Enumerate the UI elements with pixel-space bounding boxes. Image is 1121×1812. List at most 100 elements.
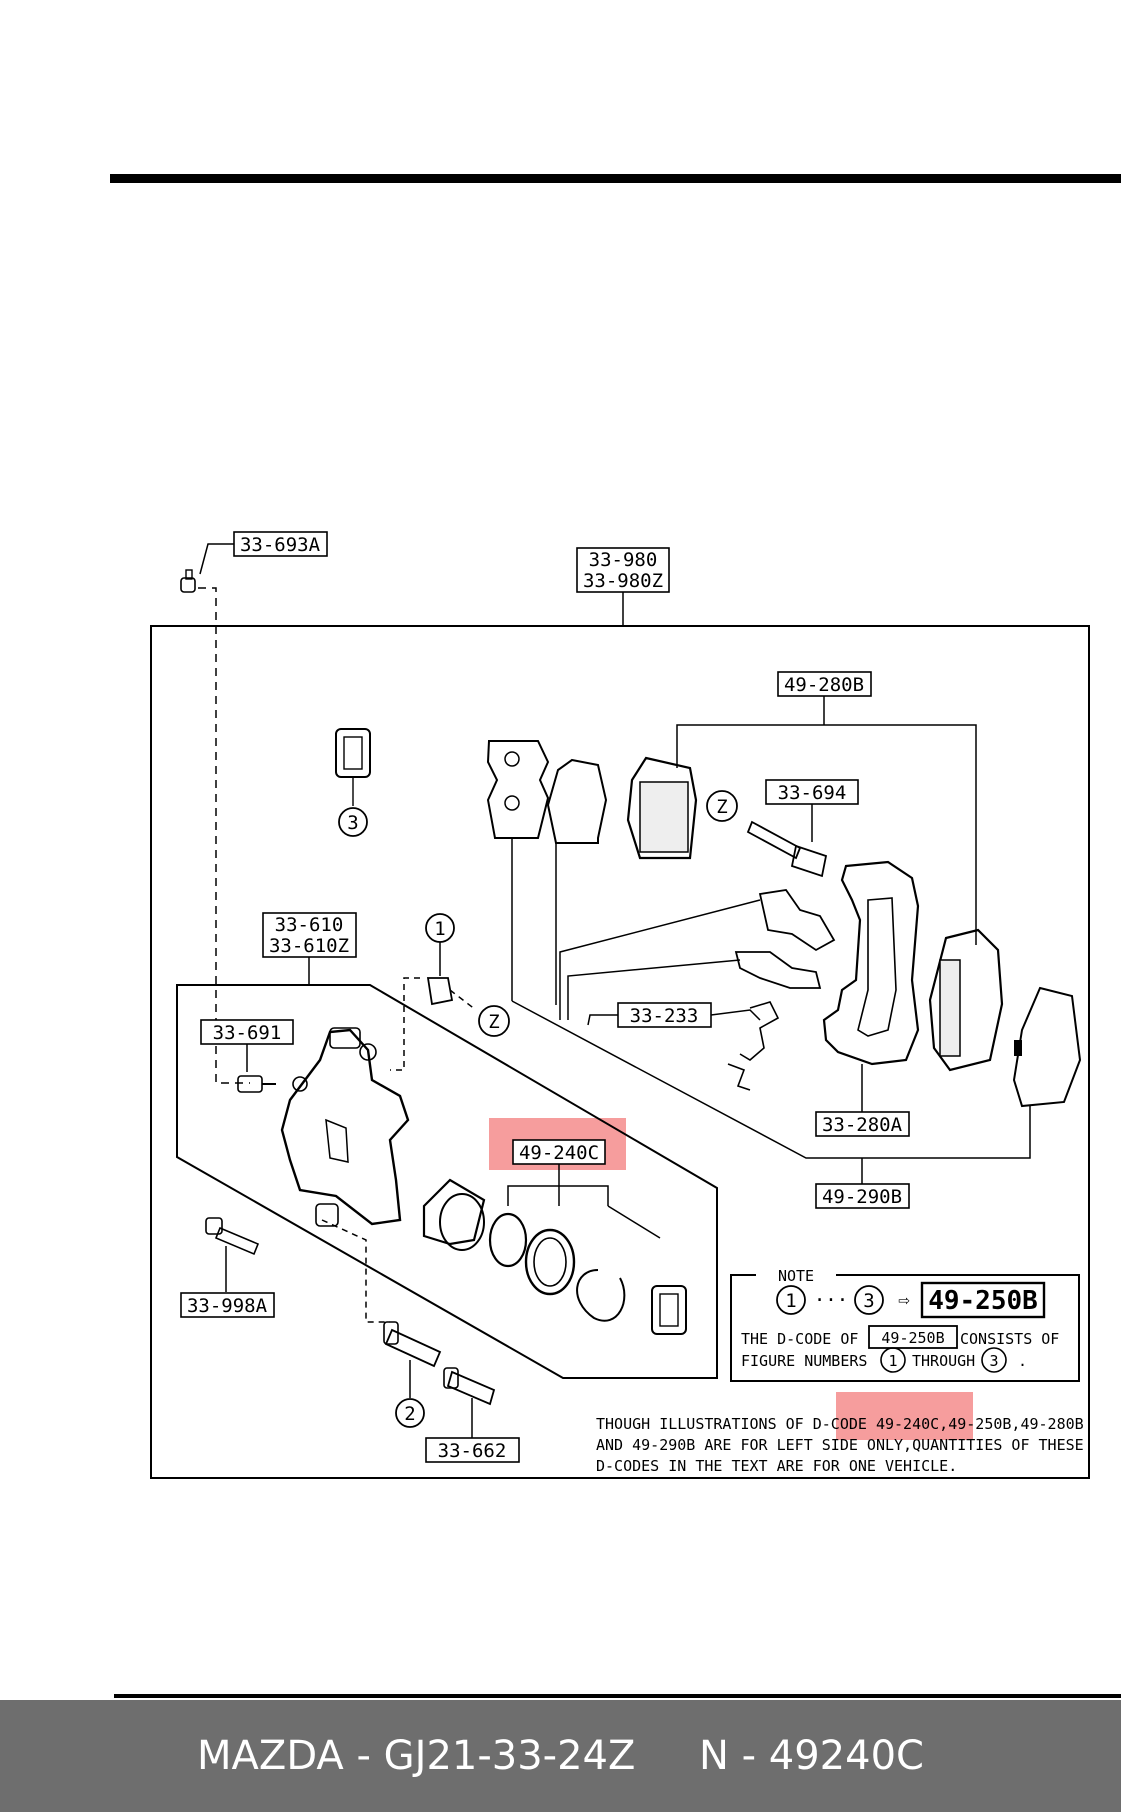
disclaimer-line3: D-CODES IN THE TEXT ARE FOR ONE VEHICLE.	[596, 1457, 957, 1475]
label-33-694[interactable]: 33-694	[765, 779, 859, 805]
svg-text:33-694: 33-694	[778, 782, 847, 804]
figure-letter-z-mid: Z	[478, 1005, 510, 1037]
svg-text:33-233: 33-233	[630, 1005, 699, 1027]
footer-spacer	[635, 1733, 699, 1779]
figure-letter-z-top: Z	[706, 790, 738, 822]
svg-text:33-980: 33-980	[589, 549, 658, 571]
pad-spring-part	[727, 1001, 780, 1091]
note-line2-a: FIGURE NUMBERS	[741, 1352, 867, 1370]
svg-text:3: 3	[989, 1352, 998, 1370]
leader-dust-seal	[607, 1205, 661, 1239]
leader-clips-2	[567, 959, 741, 1020]
disclaimer-text: THOUGH ILLUSTRATIONS OF D-CODE 49-240C,4…	[596, 1415, 1084, 1475]
note-box: NOTE 1 ··· 3 ⇨ 49-250B THE D-CODE OF 49-…	[730, 1266, 1080, 1382]
caliper-body-part	[280, 1027, 410, 1227]
note-line2-b: THROUGH	[912, 1352, 975, 1370]
outer-shim-part	[1012, 986, 1082, 1108]
note-arrow: ⇨	[898, 1289, 909, 1311]
highlight-disclaimer-code	[836, 1392, 973, 1440]
svg-text:3: 3	[863, 1290, 874, 1312]
shim-plate-outer	[486, 740, 550, 839]
leader-49-290B	[862, 1106, 1031, 1159]
svg-text:1: 1	[434, 918, 445, 940]
svg-text:33-691: 33-691	[213, 1022, 282, 1044]
dashed-leader-fig1	[449, 989, 477, 1011]
leader-pad-line	[511, 1000, 862, 1159]
svg-text:33-610Z: 33-610Z	[269, 935, 349, 957]
dashed-leader-fig1-left	[390, 977, 420, 1071]
svg-text:3: 3	[347, 812, 358, 834]
leader-33-233-right	[710, 1009, 761, 1021]
label-33-998A[interactable]: 33-998A	[180, 1292, 275, 1318]
leader-33-233	[587, 1014, 618, 1026]
label-33-280A[interactable]: 33-280A	[815, 1111, 910, 1137]
pad-clip-part-lower	[651, 1285, 687, 1335]
footer-part-number: MAZDA - GJ21-33-24Z	[197, 1733, 636, 1779]
guide-pin-part	[746, 820, 828, 878]
disclaimer-line1: THOUGH ILLUSTRATIONS OF D-CODE 49-240C,4…	[596, 1415, 1084, 1433]
label-33-693A[interactable]: 33-693A	[233, 531, 328, 557]
svg-text:1: 1	[888, 1352, 897, 1370]
note-line2-end: .	[1018, 1352, 1027, 1370]
figure-number-2: 2	[395, 1398, 425, 1428]
note-line1-a: THE D-CODE OF	[741, 1330, 858, 1348]
label-49-290B[interactable]: 49-290B	[815, 1183, 910, 1209]
caliper-bracket-part	[822, 860, 920, 1066]
dust-boot-part-1	[426, 977, 454, 1006]
retaining-ring-part	[576, 1269, 626, 1322]
note-target-code: 49-250B	[928, 1286, 1038, 1316]
assembly-frame	[150, 625, 1090, 1479]
piston-part	[422, 1178, 486, 1251]
leader-49-280B	[676, 724, 977, 945]
pad-clip-part-3	[335, 728, 371, 806]
note-line1-b: CONSISTS OF	[960, 1330, 1059, 1348]
svg-text:33-610: 33-610	[275, 914, 344, 936]
svg-text:49-280B: 49-280B	[784, 674, 864, 696]
brake-pad-inner	[626, 756, 698, 860]
label-33-233[interactable]: 33-233	[617, 1002, 712, 1028]
dashed-leader-caliper	[321, 1219, 390, 1323]
label-33-662[interactable]: 33-662	[425, 1437, 520, 1463]
footer-code: N - 49240C	[698, 1733, 924, 1779]
label-33-980[interactable]: 33-980 33-980Z	[576, 547, 670, 593]
svg-text:33-998A: 33-998A	[187, 1295, 268, 1317]
slide-pin-part-662	[443, 1367, 496, 1406]
note-range-dots: ···	[814, 1289, 848, 1311]
bottom-rule	[114, 1694, 1121, 1698]
caliper-subframe	[176, 984, 718, 1379]
footer-bar: MAZDA - GJ21-33-24Z N - 49240C	[0, 1700, 1121, 1812]
leader-clips	[559, 899, 761, 1020]
svg-text:33-662: 33-662	[438, 1440, 507, 1462]
figure-number-3: 3	[338, 807, 368, 837]
top-rule	[110, 174, 1121, 183]
disclaimer-line2: AND 49-290B ARE FOR LEFT SIDE ONLY,QUANT…	[596, 1436, 1084, 1454]
shim-plate-inner	[546, 758, 608, 844]
svg-text:33-980Z: 33-980Z	[583, 570, 663, 592]
svg-text:49-240C: 49-240C	[519, 1142, 599, 1164]
leader-49-240C-bar	[507, 1185, 609, 1206]
mounting-bolt-part	[205, 1217, 260, 1256]
slide-pin-part-2	[383, 1321, 442, 1368]
bleeder-screw-part	[180, 569, 196, 593]
svg-text:33-280A: 33-280A	[822, 1114, 903, 1136]
figure-number-1: 1	[425, 913, 455, 943]
dashed-leader-bleeder	[198, 587, 250, 1084]
label-33-610[interactable]: 33-610 33-610Z	[262, 912, 357, 958]
svg-text:Z: Z	[716, 796, 727, 818]
note-heading: NOTE	[778, 1267, 814, 1285]
svg-text:33-693A: 33-693A	[240, 534, 321, 556]
note-line1-code: 49-250B	[881, 1329, 944, 1347]
anti-rattle-clips	[734, 889, 836, 989]
brake-pad-outer	[928, 928, 1004, 1072]
svg-text:2: 2	[404, 1403, 415, 1425]
dust-seal-part	[524, 1228, 576, 1296]
piston-seal-part	[488, 1212, 528, 1268]
label-49-280B[interactable]: 49-280B	[777, 671, 872, 697]
label-33-691[interactable]: 33-691	[200, 1019, 294, 1045]
label-49-240C[interactable]: 49-240C	[512, 1139, 606, 1165]
svg-text:Z: Z	[488, 1011, 499, 1033]
svg-text:1: 1	[785, 1290, 796, 1312]
svg-text:49-290B: 49-290B	[822, 1186, 902, 1208]
bleeder-plug-part	[237, 1075, 276, 1093]
